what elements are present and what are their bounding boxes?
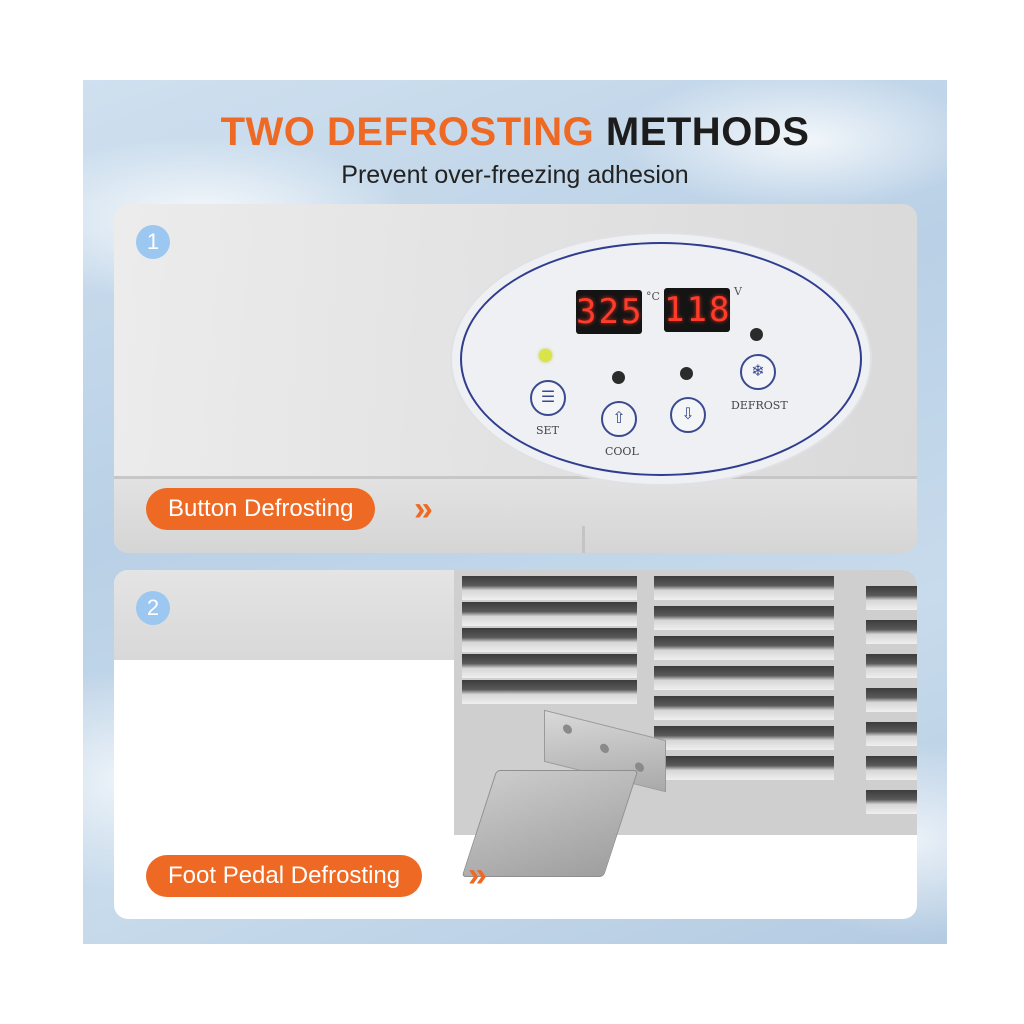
screw — [563, 723, 572, 735]
temperature-display: 325 — [576, 290, 644, 334]
down-button[interactable]: ⇩ — [670, 397, 706, 433]
power-indicator — [539, 349, 552, 362]
screw — [600, 742, 609, 754]
temperature-unit: °C — [646, 290, 660, 303]
button-defrosting-callout: Button Defrosting — [146, 488, 376, 530]
control-panel-outline — [460, 242, 862, 476]
voltage-unit: V — [734, 285, 742, 298]
ad-frame: TWO DEFROSTING METHODS Prevent over-free… — [83, 80, 947, 944]
headline: TWO DEFROSTING METHODS — [83, 108, 947, 156]
cool-indicator — [612, 371, 625, 384]
chevron-right-icon: » — [414, 490, 433, 528]
door-seam — [114, 476, 917, 479]
vent-grille — [454, 570, 917, 835]
defrost-label: DEFROST — [731, 399, 788, 412]
control-panel: 325 °C 118 V ☰ SET ⇧ COOL ⇩ ❄ DEFROST — [452, 234, 870, 484]
foot-pedal-callout: Foot Pedal Defrosting — [146, 855, 423, 897]
subtitle: Prevent over-freezing adhesion — [341, 161, 689, 189]
door-seam-vertical — [582, 526, 585, 553]
cool-up-button[interactable]: ⇧ — [601, 401, 637, 437]
step-badge-1: 1 — [136, 225, 170, 259]
set-label: SET — [536, 424, 559, 437]
foot-pedal-panel: 2 Foot Pedal Defrosting » — [114, 570, 917, 919]
button-defrost-panel: 1 325 °C 118 V ☰ SET ⇧ COOL ⇩ — [114, 204, 917, 553]
voltage-display: 118 — [664, 288, 732, 332]
snowflake-icon: ❄ — [751, 363, 765, 380]
headline-orange: TWO DEFROSTING — [220, 110, 595, 154]
set-button[interactable]: ☰ — [530, 380, 566, 416]
chevron-right-icon: » — [468, 856, 487, 894]
machine-base — [114, 570, 474, 660]
headline-dark: METHODS — [605, 110, 810, 154]
defrost-button[interactable]: ❄ — [740, 354, 776, 390]
arrow-up-icon: ⇧ — [612, 410, 626, 427]
status-indicator — [680, 367, 693, 380]
step-badge-2: 2 — [136, 591, 170, 625]
defrost-indicator — [750, 328, 763, 341]
cool-label: COOL — [605, 445, 639, 458]
set-icon: ☰ — [540, 389, 556, 406]
arrow-down-icon: ⇩ — [681, 406, 695, 423]
